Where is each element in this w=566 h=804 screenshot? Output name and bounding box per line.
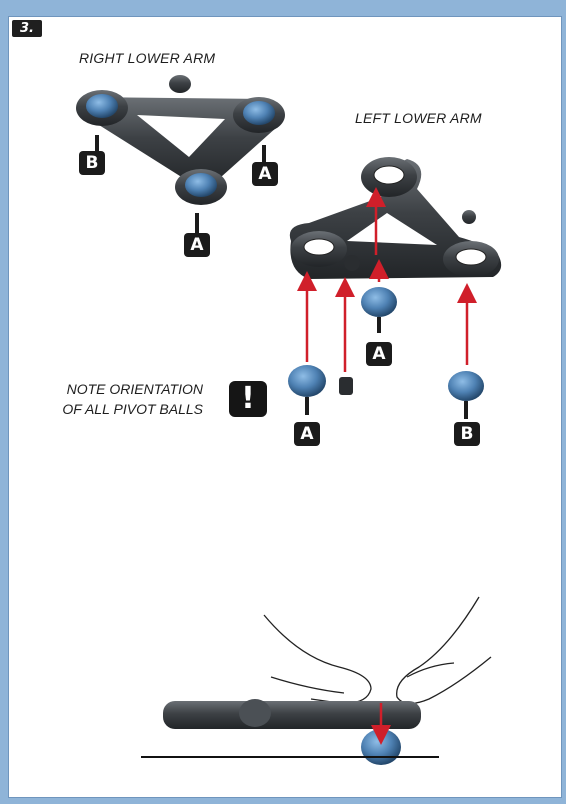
press-illustration [141, 596, 492, 765]
assembly-arrows [297, 187, 477, 372]
left-lower-arm [289, 157, 502, 279]
label-b-left-arm: B [454, 422, 480, 446]
note-line-1: NOTE ORIENTATION [66, 381, 203, 397]
label-a-left-arm-front: A [294, 422, 320, 446]
step-number-badge: 3. [12, 20, 42, 37]
label-a-left-arm-center: A [366, 342, 392, 366]
warning-icon: ! [229, 381, 267, 417]
right-lower-arm-caption: RIGHT LOWER ARM [79, 50, 216, 66]
right-lower-arm [76, 75, 285, 233]
pivot-balls [288, 287, 484, 419]
left-lower-arm-caption: LEFT LOWER ARM [355, 110, 482, 126]
orientation-note: NOTE ORIENTATION OF ALL PIVOT BALLS [62, 379, 203, 419]
label-b-right-arm: B [79, 151, 105, 175]
label-a-right-arm-bottom: A [184, 233, 210, 257]
instruction-panel: 3. [8, 16, 562, 798]
assembly-illustration [76, 75, 502, 765]
note-line-2: OF ALL PIVOT BALLS [62, 401, 203, 417]
label-a-right-arm-top: A [252, 162, 278, 186]
